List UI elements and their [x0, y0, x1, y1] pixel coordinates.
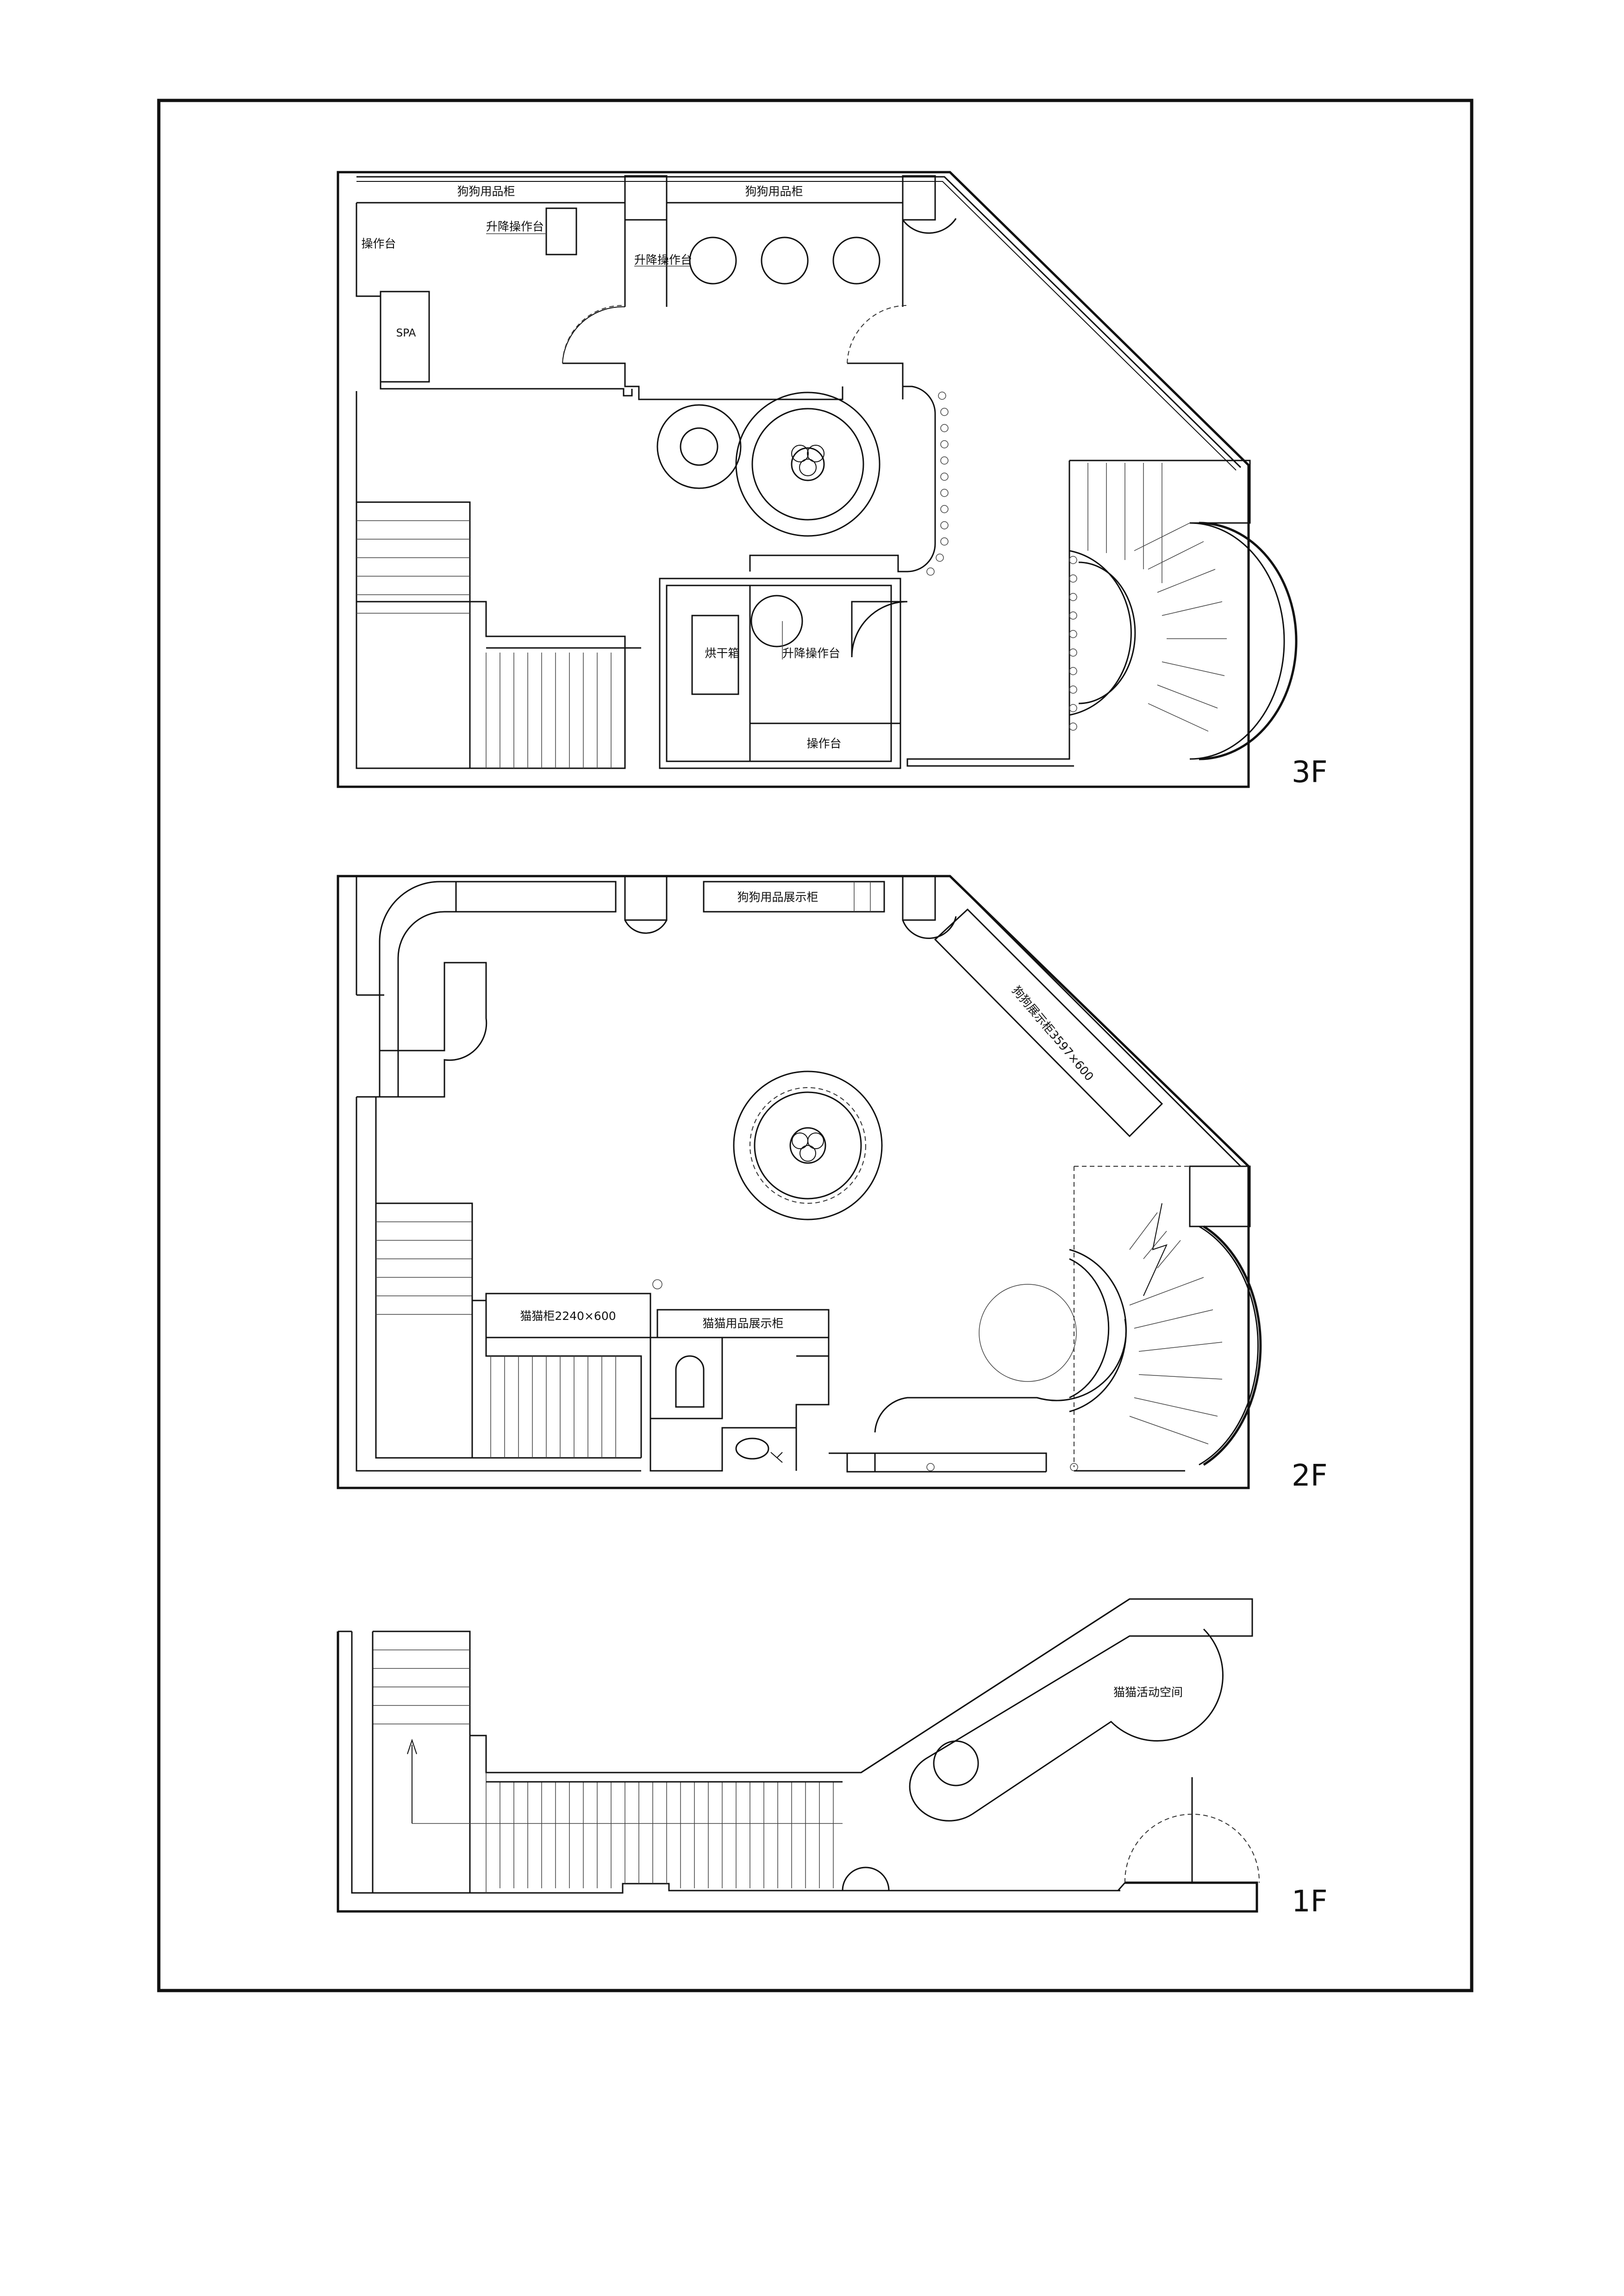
label-cat-cabinet: 猫猫柜2240×600 — [520, 1309, 616, 1323]
label-workbench-bottom: 操作台 — [806, 737, 841, 750]
floor-plan-3f: 狗狗用品柜 狗狗用品柜 操作台 升降操作台 升降操作台 SPA 烘干箱 升降操作… — [337, 171, 1328, 790]
label-workbench-left: 操作台 — [361, 237, 396, 250]
label-cat-display-cabinet: 猫猫用品展示柜 — [702, 1317, 783, 1330]
label-spa: SPA — [396, 327, 416, 339]
label-cat-activity-space: 猫猫活动空间 — [1113, 1686, 1183, 1699]
floor-label-1f: 1F — [1292, 1885, 1328, 1919]
stairs-3f-left — [356, 501, 641, 768]
floor-plan-2f: 狗狗展示柜3597×600 — [337, 875, 1328, 1493]
label-lift-table-2: 升降操作台 — [634, 253, 692, 267]
label-lift-table-3: 升降操作台 — [782, 647, 840, 660]
floor-plan-1f: 猫猫活动空间 1F — [337, 1598, 1328, 1919]
label-dog-cabinet-left: 狗狗用品柜 — [457, 185, 515, 198]
stairs-2f-left — [375, 1097, 642, 1459]
label-dog-display-cabinet: 狗狗用品展示柜 — [737, 890, 818, 904]
rail-posts-3f — [1069, 556, 1077, 731]
label-dryer: 烘干箱 — [705, 647, 739, 660]
floor-label-2f: 2F — [1292, 1459, 1328, 1493]
stairs-1f — [372, 1598, 1253, 1893]
label-dog-cabinet-right: 狗狗用品柜 — [745, 185, 803, 198]
sheet-border — [157, 99, 1474, 1992]
floor-label-3f: 3F — [1292, 755, 1328, 790]
label-dog-display-cabinet-size: 狗狗展示柜3597×600 — [1009, 983, 1096, 1083]
label-lift-table-1: 升降操作台 — [486, 220, 544, 233]
counter-stools-3f — [926, 392, 949, 576]
dog-display-cabinet-2f — [934, 908, 1163, 1138]
